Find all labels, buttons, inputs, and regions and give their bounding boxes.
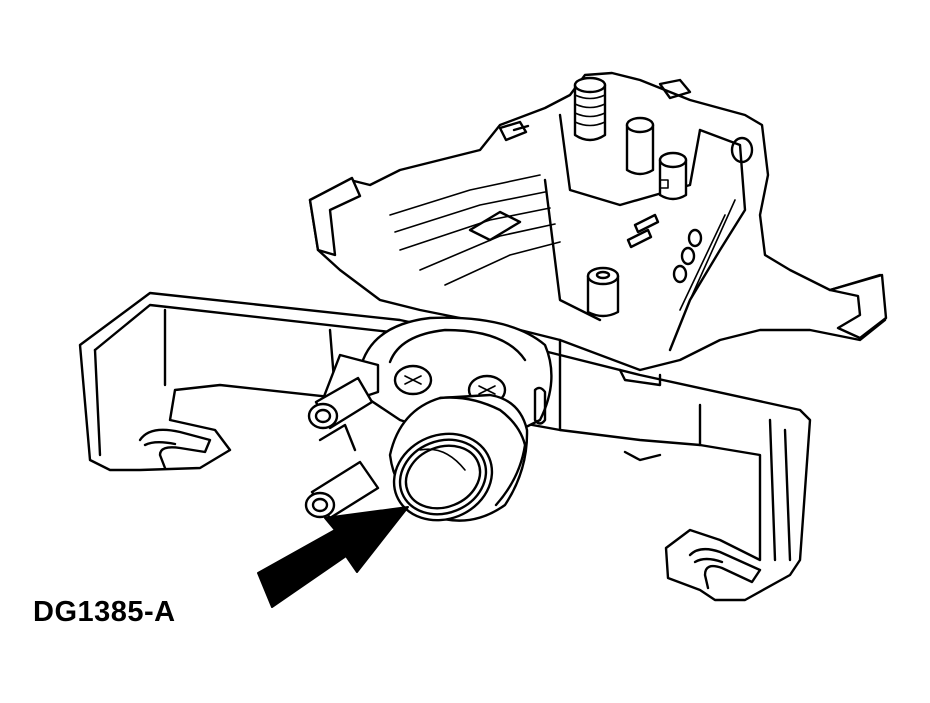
guide-pin-right	[658, 151, 688, 201]
pointer-arrow-icon	[257, 506, 409, 608]
dowel-pin-lower	[304, 423, 380, 520]
figure-code: DG1385-A	[33, 596, 176, 628]
threaded-stud	[573, 76, 607, 142]
lower-bracket	[78, 291, 812, 602]
dowel-pin-upper	[307, 353, 380, 430]
guide-pin-left	[625, 116, 655, 176]
center-boss	[586, 266, 620, 318]
upper-housing	[308, 71, 888, 372]
bearing-seal	[388, 393, 529, 522]
